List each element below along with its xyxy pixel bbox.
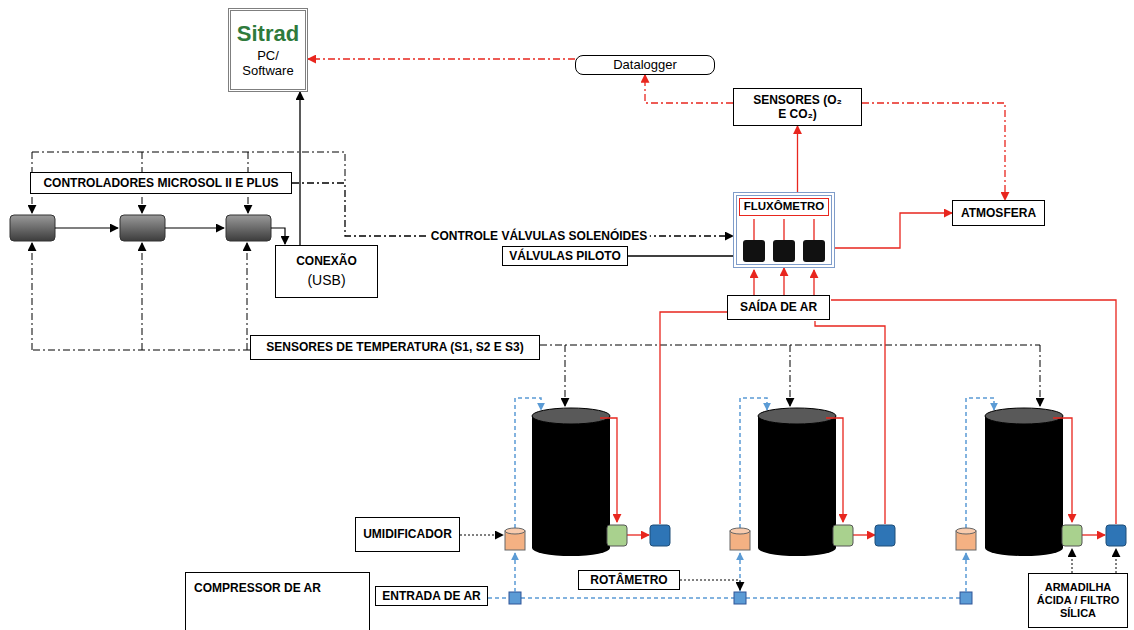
temperature-branch: [32, 243, 33, 350]
gas-line: [1082, 534, 1105, 535]
temperature-branch: [142, 243, 143, 350]
node-title: Datalogger: [613, 57, 677, 73]
gas-line: [627, 534, 649, 535]
air-line: [965, 553, 967, 592]
air-out-arrow: [753, 270, 754, 295]
connector-label: CONTROLE VÁLVULAS SOLENÓIDES: [428, 229, 650, 243]
node-title: VÁLVULAS PILOTO: [509, 249, 621, 263]
connector: [628, 255, 733, 256]
air-line: [488, 597, 960, 599]
air-valve: [509, 592, 521, 604]
temperature-branch: [1040, 345, 1041, 406]
flow-block: FLUXÔMETRO: [733, 192, 835, 268]
rotameter-box: ROTÂMETRO: [578, 570, 680, 590]
air-valve: [960, 592, 972, 604]
humidifier-can: [505, 528, 525, 534]
compressor-box: COMPRESSOR DE AR: [185, 572, 370, 630]
node-subtitle: (USB): [307, 272, 345, 289]
silica-filter: [1106, 525, 1126, 546]
connector: [783, 268, 784, 295]
usb-box: CONEXÃO (USB): [275, 245, 378, 298]
gas-line: [600, 418, 617, 522]
chamber-lid: [985, 408, 1063, 424]
controller-unit: [120, 215, 165, 241]
atmosphere-box: ATMOSFERA: [952, 200, 1045, 226]
node-title: FLUXÔMETRO: [739, 198, 829, 216]
gas-sensor-box: SENSORES (O₂ E CO₂): [733, 88, 862, 126]
acid-trap: [1062, 525, 1082, 546]
humidifier-can: [730, 528, 750, 534]
trap-filter-box: ARMADILHA ÁCIDA / FILTRO SÍLICA: [1028, 573, 1128, 628]
silica-filter: [650, 525, 670, 546]
connector: [862, 103, 1005, 200]
humidifier-can: [956, 528, 976, 534]
air-line: [739, 553, 741, 592]
temperature-bus: [32, 350, 250, 351]
chamber: [758, 416, 836, 556]
node-title: ATMOSFERA: [961, 206, 1036, 220]
controller-label-box: CONTROLADORES MICROSOL II E PLUS: [30, 172, 292, 194]
leader-arrow: [1116, 549, 1117, 573]
air-valve: [734, 592, 746, 604]
air-outlet-box: SAÍDA DE AR: [727, 295, 830, 320]
solenoid-valve: [773, 240, 795, 262]
connector: [299, 92, 300, 245]
node-title: SENSORES (O₂ E CO₂): [752, 93, 844, 122]
controller-link: [55, 227, 118, 228]
chamber-lid: [532, 408, 610, 424]
gas-line: [1053, 418, 1072, 522]
chamber-lid: [758, 408, 836, 424]
chamber: [985, 416, 1063, 556]
solenoid-valve: [743, 240, 765, 262]
connector: [797, 126, 798, 192]
gas-line: [826, 418, 843, 522]
silica-filter: [875, 525, 895, 546]
gas-line: [815, 321, 885, 524]
chamber: [532, 416, 610, 556]
node-title: ENTRADA DE AR: [382, 589, 480, 603]
node-title: CONEXÃO: [296, 254, 357, 268]
solenoid-valve: [803, 240, 825, 262]
temperature-sensor-box: SENSORES DE TEMPERATURA (S1, S2 E S3): [250, 335, 540, 360]
connector: [645, 75, 733, 103]
acid-trap: [833, 525, 853, 546]
valve-line: [754, 219, 814, 240]
node-title: UMIDIFICADOR: [363, 527, 452, 541]
leader-arrow: [680, 580, 740, 590]
air-inlet-box: ENTRADA DE AR: [375, 586, 488, 606]
leader-arrow: [460, 535, 503, 536]
controller-unit: [226, 215, 271, 241]
connector: [835, 213, 952, 248]
air-out-arrow: [813, 270, 814, 295]
datalogger-box: Datalogger: [575, 55, 715, 75]
node-subtitle: PC/ Software: [237, 48, 299, 79]
leader-arrow: [1072, 549, 1073, 573]
temperature-branch: [247, 243, 248, 350]
air-line: [514, 553, 516, 592]
gas-line: [853, 534, 875, 535]
gas-line: [660, 312, 727, 524]
controller-unit: [10, 215, 55, 241]
node-title: ARMADILHA ÁCIDA / FILTRO SÍLICA: [1033, 581, 1123, 621]
node-title: Sitrad: [237, 21, 299, 47]
node-title: COMPRESSOR DE AR: [194, 581, 321, 595]
acid-trap: [607, 525, 627, 546]
temperature-branch: [565, 345, 566, 406]
gas-line: [831, 300, 1116, 524]
connector: [308, 58, 575, 59]
node-title: SAÍDA DE AR: [740, 300, 817, 314]
controller-link: [271, 228, 285, 244]
software-box: SitradPC/ Software: [228, 8, 308, 92]
temperature-branch: [790, 345, 791, 406]
humidifier-box: UMIDIFICADOR: [355, 517, 460, 552]
node-title: ROTÂMETRO: [590, 573, 667, 587]
controller-link: [165, 227, 224, 228]
node-title: SENSORES DE TEMPERATURA (S1, S2 E S3): [266, 340, 523, 354]
pilot-valve-box: VÁLVULAS PILOTO: [502, 246, 628, 266]
node-title: CONTROLADORES MICROSOL II E PLUS: [43, 176, 278, 190]
